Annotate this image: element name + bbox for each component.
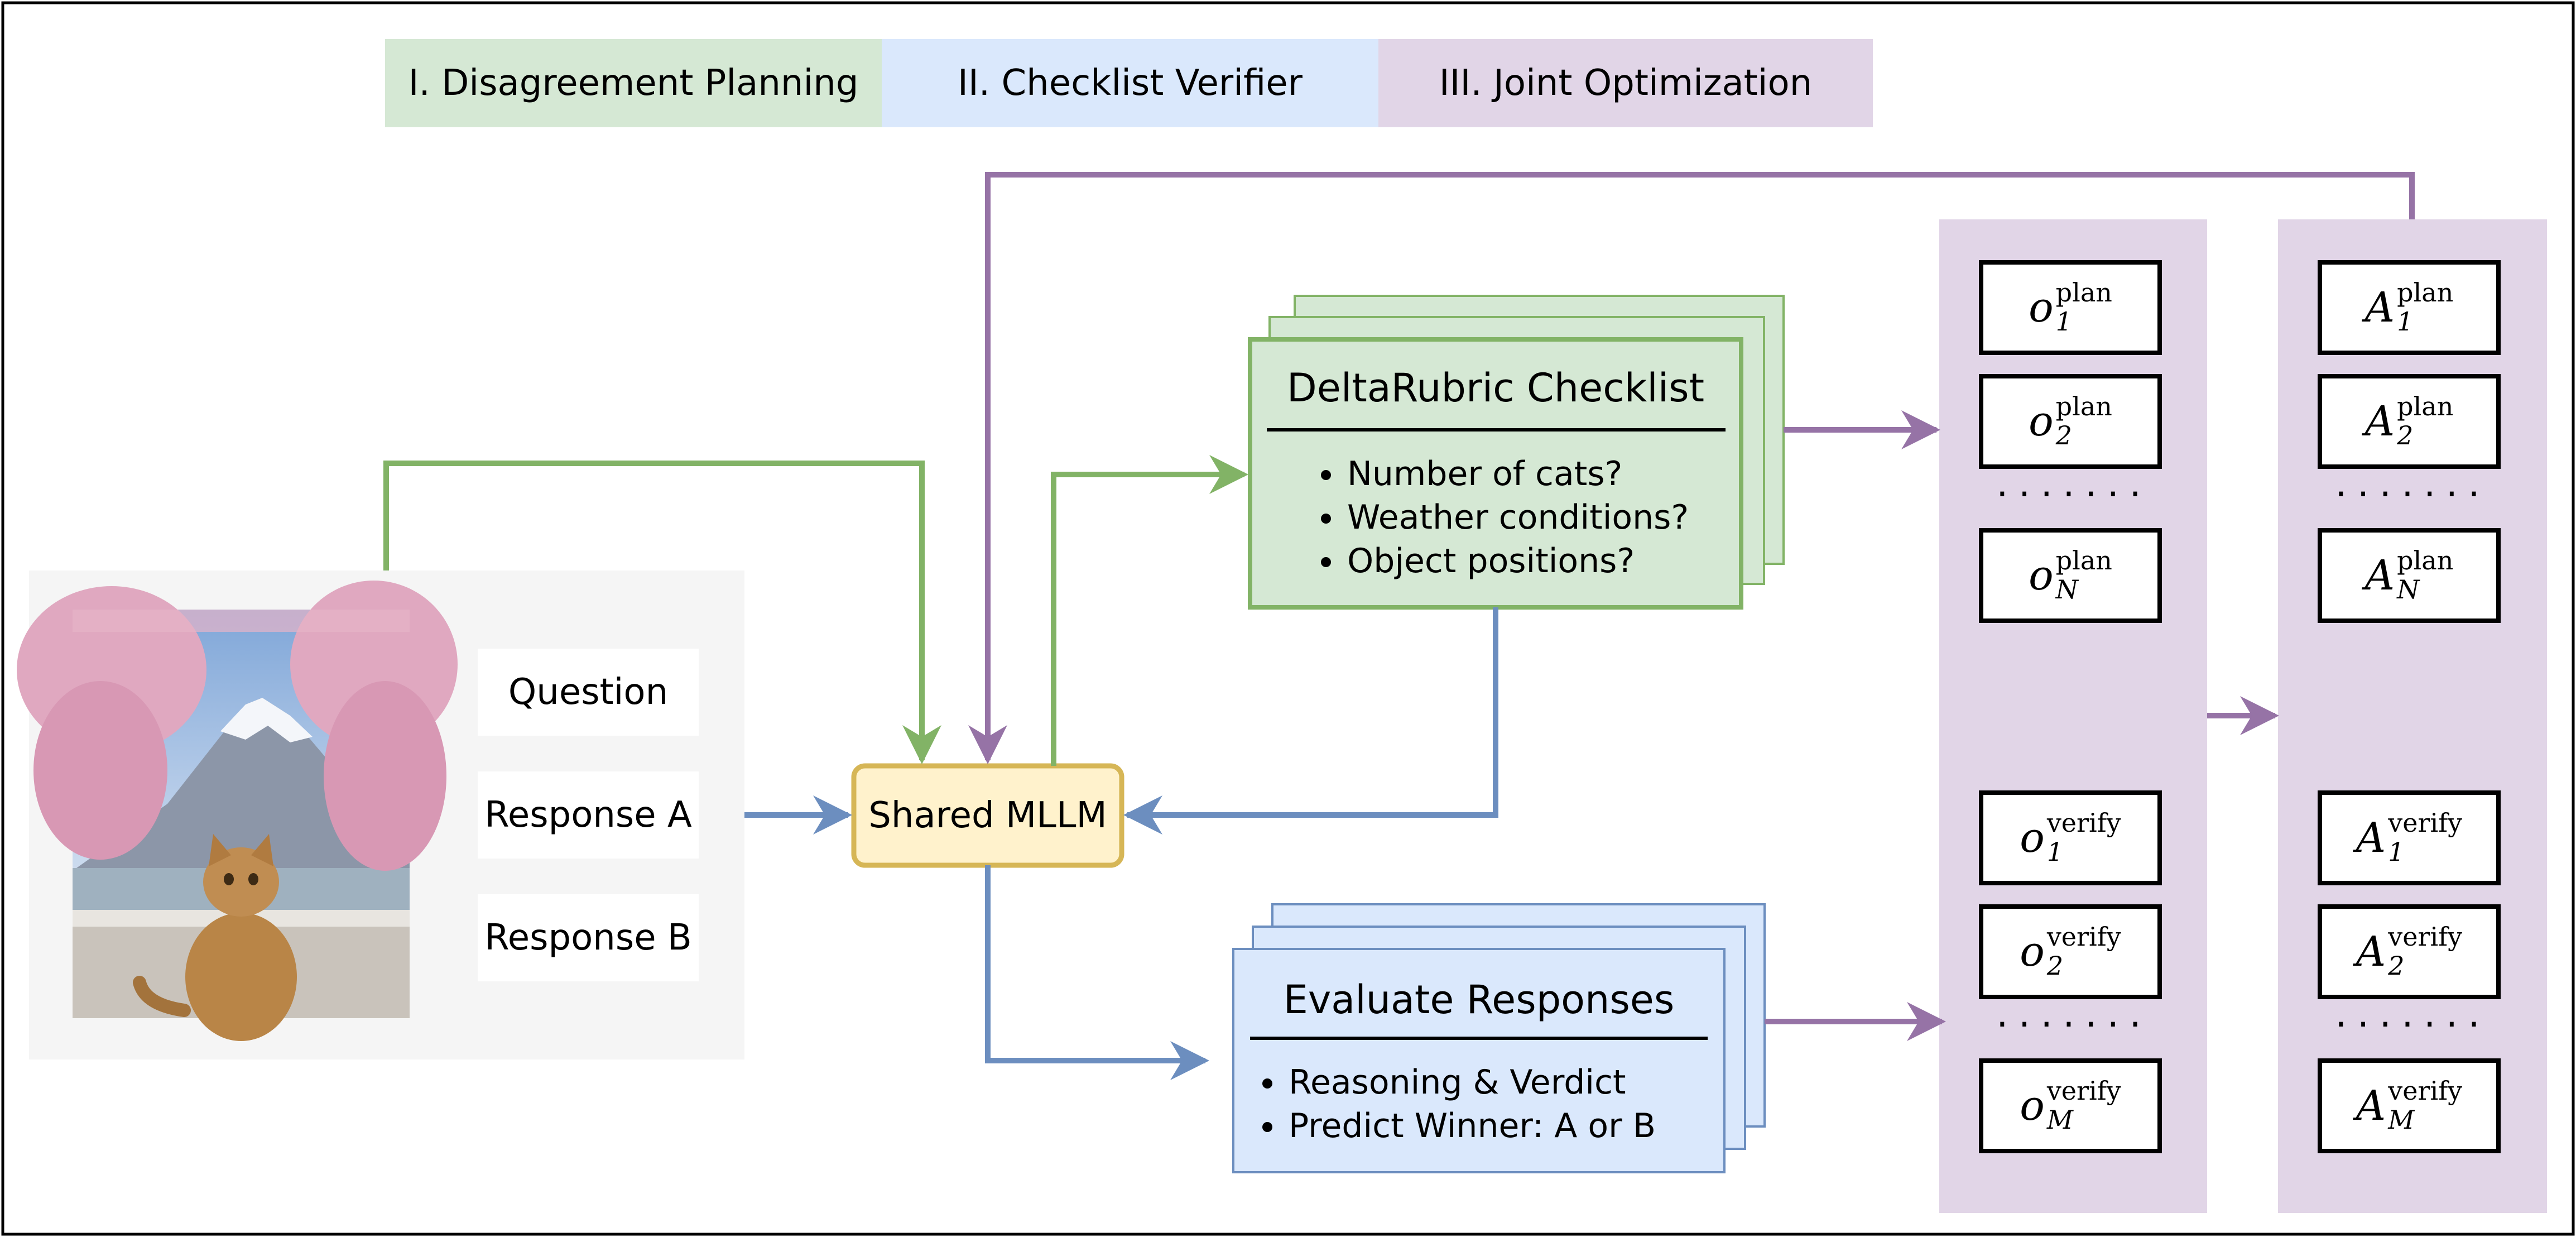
evaluate-stack <box>1232 903 1766 1173</box>
checklist-stack <box>1248 295 1785 610</box>
question-box <box>478 649 699 736</box>
legend-stage1-bg <box>385 39 882 127</box>
legend-stage2-bg <box>882 39 1378 127</box>
response-a-box <box>478 771 699 859</box>
arrow-feedback-to-mllm <box>968 172 2415 764</box>
shared-mllm-node <box>851 763 1124 868</box>
arrow-mllm-to-checklist <box>1051 455 1248 766</box>
evaluate-node <box>1232 948 1726 1173</box>
response-b-box <box>478 894 699 981</box>
arrow-input-to-mllm <box>383 461 941 764</box>
checklist-node <box>1248 337 1743 610</box>
arrow-mllm-to-evaluate <box>985 865 1209 1080</box>
input-image <box>17 581 458 1041</box>
variable-boxes <box>1979 260 2501 1153</box>
legend-stage3-bg <box>1378 39 1873 127</box>
arrow-checklist-to-mllm <box>1123 607 1498 835</box>
